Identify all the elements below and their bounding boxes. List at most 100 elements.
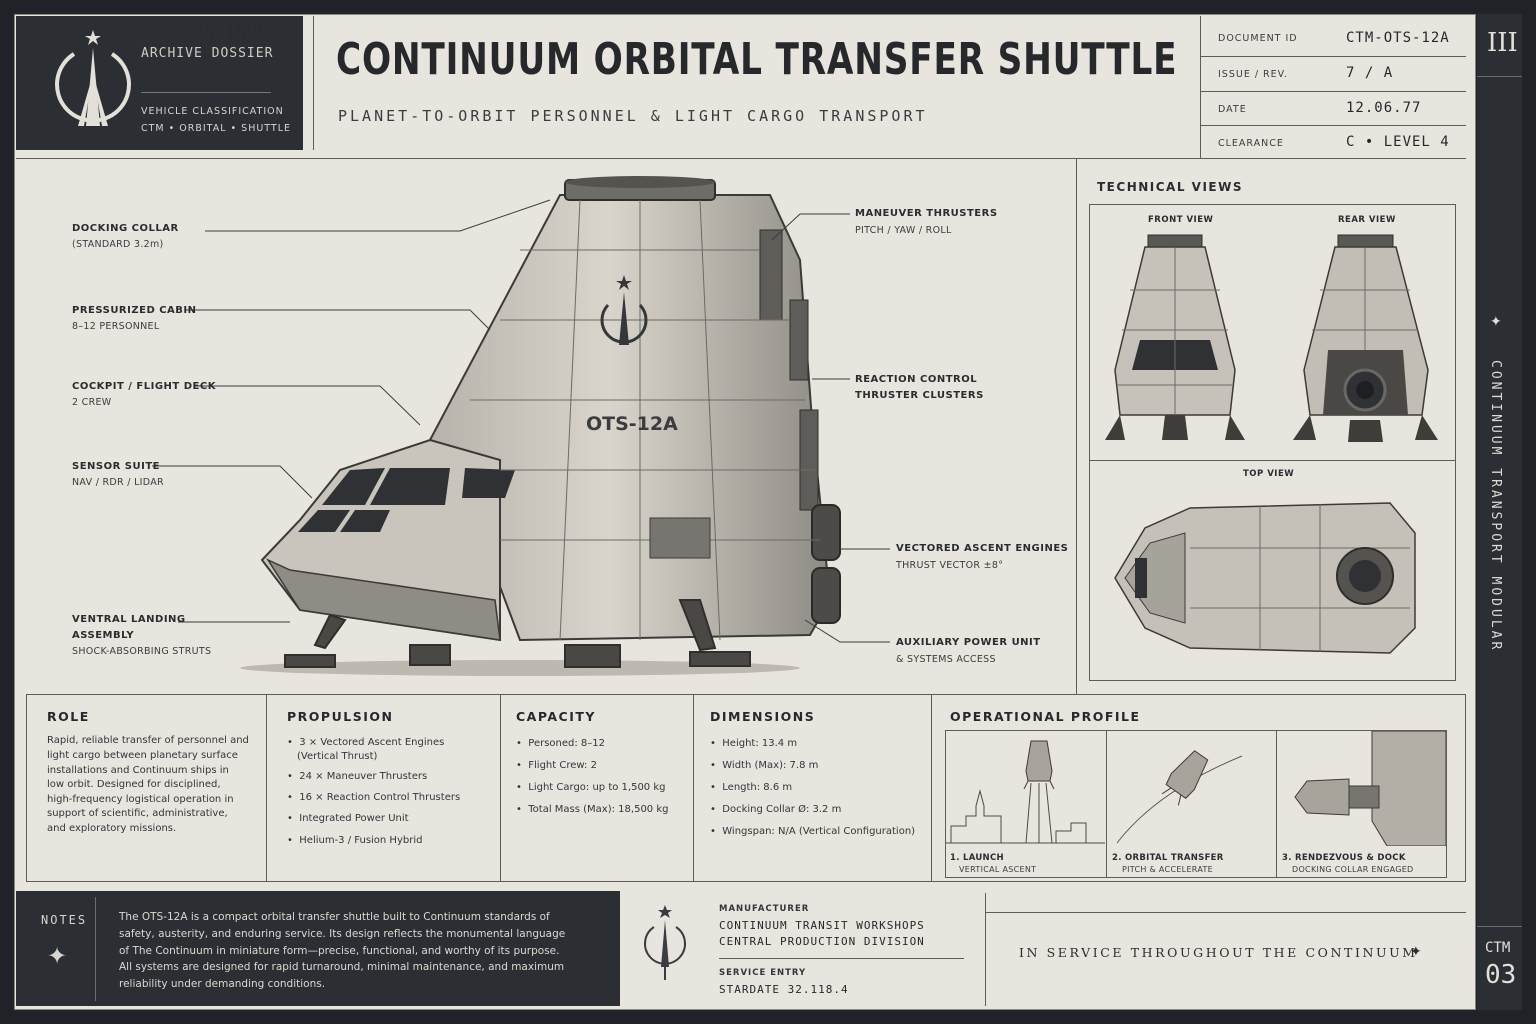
header-rule — [16, 158, 1466, 159]
list-item: • 3 × Vectored Ascent Engines — [287, 737, 445, 748]
notes-body: The OTS-12A is a compact orbital transfe… — [119, 911, 566, 991]
role-line-4: low orbit. Designed for disciplined, — [47, 779, 221, 790]
role-line-5: high-frequency logistical operation in — [47, 794, 234, 805]
callout-cockpit: COCKPIT / FLIGHT DECK — [72, 381, 216, 392]
capacity-title: CAPACITY — [516, 709, 596, 724]
meta-value-clearance: C • LEVEL 4 — [1346, 134, 1450, 150]
brand-subtitle: ARCHIVE DOSSIER — [141, 46, 274, 61]
role-line-3: installations and Continuum ships in — [47, 765, 229, 776]
spec-top-rule — [26, 694, 1466, 695]
list-item: • Docking Collar Ø: 3.2 m — [710, 804, 842, 815]
notes-panel — [16, 891, 620, 1006]
role-title: ROLE — [47, 709, 90, 724]
role-line-7: and exploratory missions. — [47, 823, 177, 834]
rear-view-label: REAR VIEW — [1338, 215, 1396, 225]
manufacturer-label: MANUFACTURER — [719, 904, 810, 914]
classification-label: VEHICLE CLASSIFICATION — [141, 106, 284, 117]
meta-label-document-id: DOCUMENT ID — [1218, 33, 1298, 44]
role-line-1: Rapid, reliable transfer of personnel an… — [47, 735, 249, 746]
compass-star-icon: ✦ — [47, 942, 68, 970]
continuum-emblem-icon — [55, 30, 131, 126]
tech-views-divider — [1076, 158, 1077, 694]
callout-ascent-engines: VECTORED ASCENT ENGINES — [896, 543, 1069, 554]
role-line-2: light cargo between planetary surface — [47, 750, 238, 761]
service-entry-label: SERVICE ENTRY — [719, 968, 807, 978]
callout-apu: AUXILIARY POWER UNIT — [896, 637, 1041, 648]
list-item-continued: (Vertical Thrust) — [297, 751, 378, 762]
meta-value-document-id: CTM-OTS-12A — [1346, 30, 1450, 46]
callout-sensor-suite: SENSOR SUITE — [72, 461, 160, 472]
list-item: • 16 × Reaction Control Thrusters — [287, 792, 461, 803]
callout-ascent-engines-sub: THRUST VECTOR ±8° — [896, 560, 1004, 571]
op-step-launch: 1. LAUNCH — [950, 853, 1004, 863]
callout-landing-sub: SHOCK-ABSORBING STRUTS — [72, 646, 212, 657]
top-view-drawing — [1114, 502, 1416, 654]
propulsion-title: PROPULSION — [287, 709, 394, 724]
brand-divider — [141, 92, 271, 93]
list-item: • Width (Max): 7.8 m — [710, 760, 819, 771]
rear-view-drawing — [1293, 234, 1438, 442]
manufacturer-line-2: CENTRAL PRODUCTION DIVISION — [719, 935, 925, 948]
callout-pressurized-cabin: PRESSURIZED CABIN — [72, 305, 197, 316]
list-item: • Helium-3 / Fusion Hybrid — [287, 835, 423, 846]
brand-title: THE CONTINUUM — [141, 22, 280, 41]
motto-star-icon: ✦ — [1410, 944, 1422, 960]
op-step-dock: 3. RENDEZVOUS & DOCK — [1282, 853, 1406, 863]
callout-apu-sub: & SYSTEMS ACCESS — [896, 654, 996, 665]
op-step-transfer: 2. ORBITAL TRANSFER — [1112, 853, 1224, 863]
motto: IN SERVICE THROUGHOUT THE CONTINUUM — [1019, 945, 1418, 960]
manufacturer-line-1: CONTINUUM TRANSIT WORKSHOPS — [719, 919, 925, 932]
op-step-launch-sub: VERTICAL ASCENT — [959, 865, 1037, 874]
list-item: • Light Cargo: up to 1,500 kg — [516, 782, 666, 793]
operational-profile-title: OPERATIONAL PROFILE — [950, 709, 1141, 724]
operational-profile-strip — [945, 730, 1447, 878]
op-step-transfer-sub: PITCH & ACCELERATE — [1122, 865, 1214, 874]
manufacturer-emblem-icon — [644, 905, 686, 980]
side-vertical-text: CONTINUUM TRANSPORT MODULAR — [1488, 360, 1503, 653]
spec-panel — [26, 694, 1466, 882]
header-divider — [313, 16, 314, 150]
callout-pressurized-cabin-sub: 8–12 PERSONNEL — [72, 321, 160, 332]
list-item: • Wingspan: N/A (Vertical Configuration) — [710, 826, 916, 837]
list-item: • Flight Crew: 2 — [516, 760, 597, 771]
list-item: • Integrated Power Unit — [287, 813, 409, 824]
callout-sensor-suite-sub: NAV / RDR / LIDAR — [72, 477, 164, 488]
callout-docking-collar-sub: (STANDARD 3.2m) — [72, 239, 164, 250]
classification-value: CTM • ORBITAL • SHUTTLE — [141, 123, 292, 134]
callout-landing: VENTRAL LANDING — [72, 614, 186, 625]
callout-landing-line2: ASSEMBLY — [72, 630, 135, 641]
shuttle-illustration — [152, 176, 890, 676]
front-view-label: FRONT VIEW — [1148, 215, 1214, 225]
list-item: • 24 × Maneuver Thrusters — [287, 771, 428, 782]
callout-docking-collar: DOCKING COLLAR — [72, 223, 179, 234]
side-strip — [1477, 14, 1522, 1010]
op-step-dock-sub: DOCKING COLLAR ENGAGED — [1292, 865, 1414, 874]
page-title: CONTINUUM ORBITAL TRANSFER SHUTTLE — [336, 34, 1178, 85]
meta-value-issue: 7 / A — [1346, 65, 1394, 81]
callout-cockpit-sub: 2 CREW — [72, 397, 112, 408]
list-item: • Length: 8.6 m — [710, 782, 793, 793]
tech-views-box — [1089, 204, 1456, 681]
hull-emblem-icon — [600, 275, 648, 345]
notes-title: NOTES — [41, 913, 88, 927]
front-view-drawing — [1105, 234, 1245, 440]
service-entry-value: STARDATE 32.118.4 — [719, 983, 849, 996]
callout-maneuver-thrusters-sub: PITCH / YAW / ROLL — [855, 225, 952, 236]
side-page-number: 03 — [1485, 960, 1517, 990]
star-icon: ✦ — [1490, 314, 1502, 330]
dimensions-title: DIMENSIONS — [710, 709, 816, 724]
tech-views-title: TECHNICAL VIEWS — [1097, 180, 1243, 194]
meta-value-date: 12.06.77 — [1346, 100, 1422, 116]
side-code: CTM — [1485, 940, 1511, 956]
page-subtitle: PLANET-TO-ORBIT PERSONNEL & LIGHT CARGO … — [338, 107, 928, 125]
rendezvous-dock-drawing — [1294, 731, 1446, 846]
brand-block — [16, 16, 303, 150]
list-item: • Total Mass (Max): 18,500 kg — [516, 804, 669, 815]
meta-label-issue: ISSUE / REV. — [1218, 69, 1288, 80]
orbital-transfer-drawing — [1116, 750, 1243, 844]
side-roman-mark: III — [1487, 28, 1518, 58]
meta-label-clearance: CLEARANCE — [1218, 138, 1284, 149]
meta-label-date: DATE — [1218, 104, 1247, 115]
hull-marking: OTS-12A — [586, 413, 678, 435]
list-item: • Height: 13.4 m — [710, 738, 798, 749]
